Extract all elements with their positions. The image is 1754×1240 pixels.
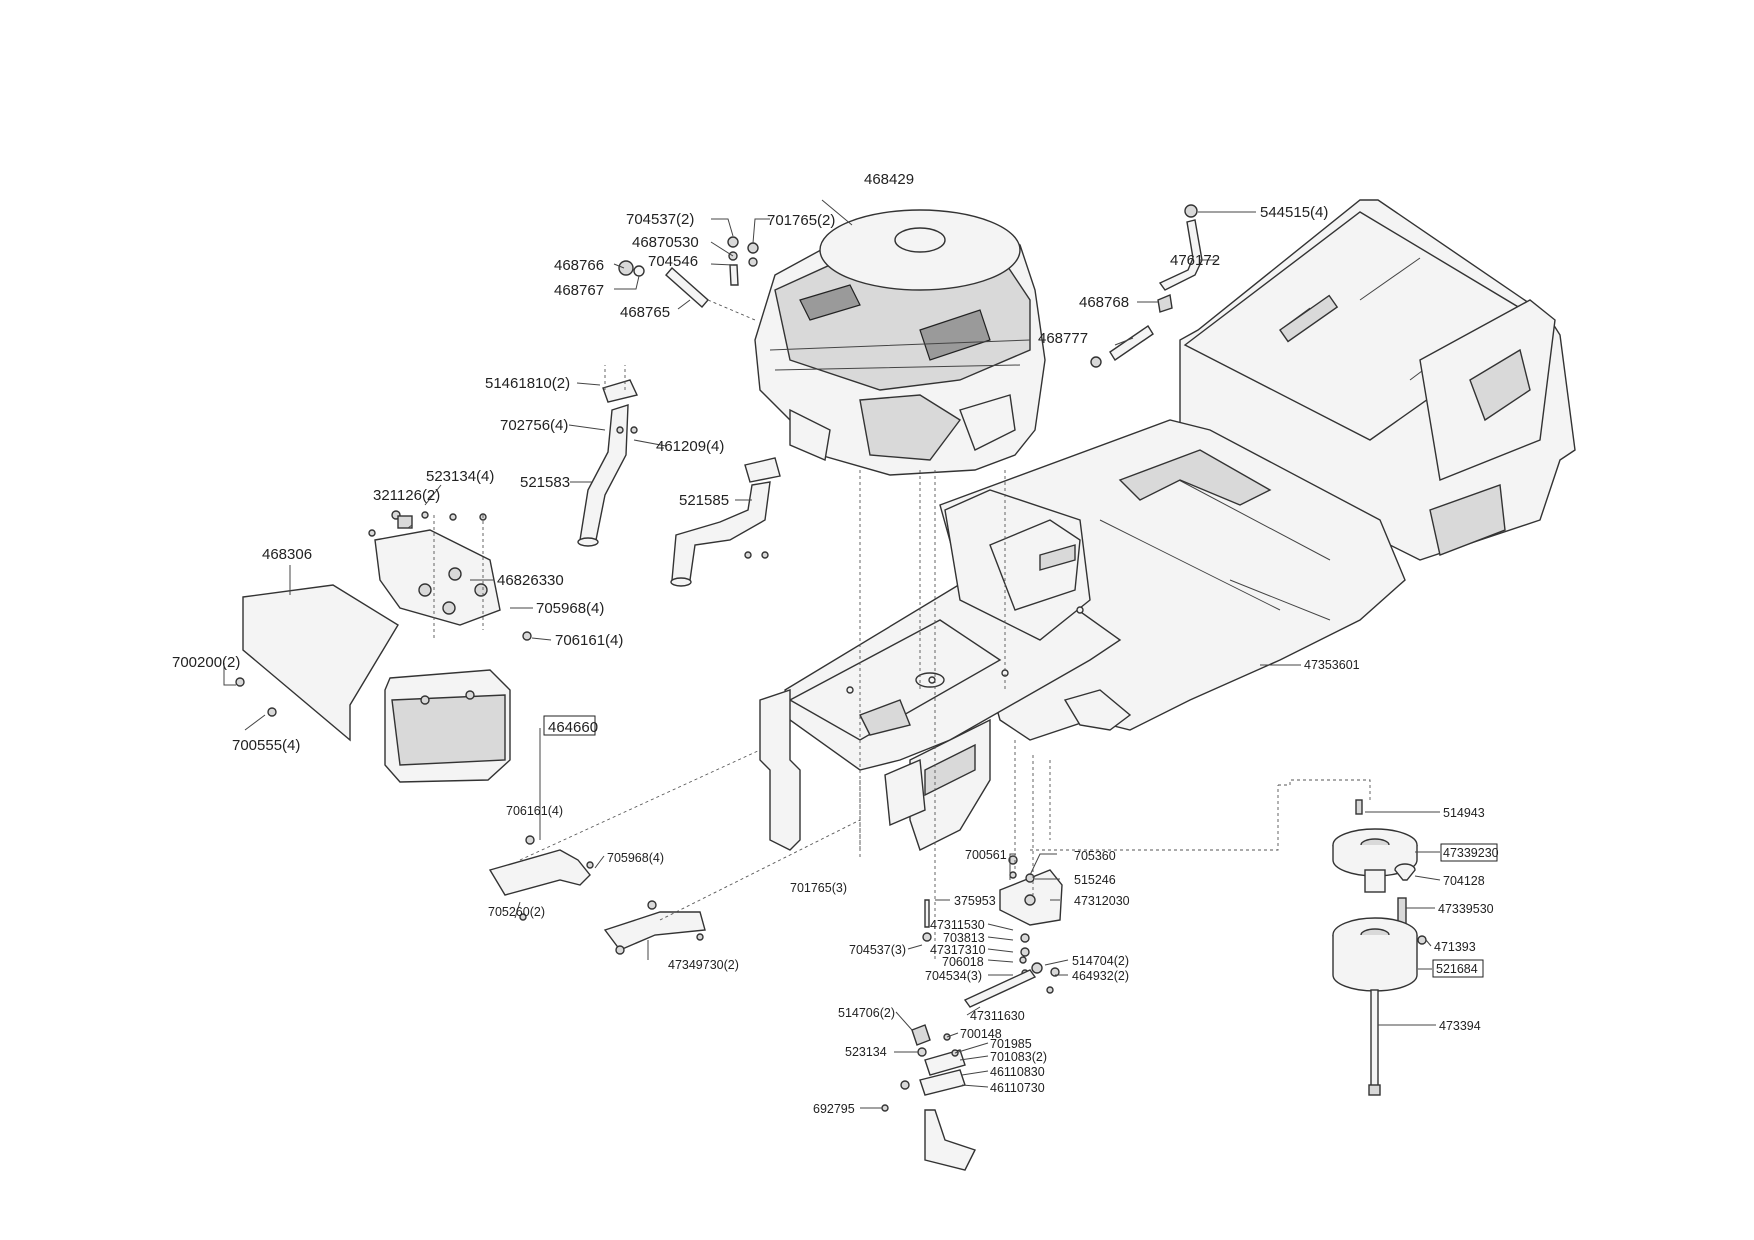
part-label: 47353601 (1304, 658, 1360, 672)
fuel-line-parts (1090, 204, 1203, 368)
part-label: 706161(4) (555, 632, 623, 649)
part-label: 514704(2) (1072, 954, 1129, 968)
part-label: 321126(2) (373, 487, 440, 504)
part-label: 701765(3) (790, 881, 847, 895)
part-label: 468306 (262, 546, 312, 563)
muffler-assembly (235, 510, 532, 783)
part-label: 701083(2) (990, 1050, 1047, 1064)
assembly-lines (433, 299, 1371, 960)
muffler-brackets (488, 835, 706, 955)
part-label: 704537(2) (626, 211, 694, 228)
part-label: 514706(2) (838, 1006, 895, 1020)
part-label: 700148 (960, 1027, 1002, 1041)
part-label: 700561 (965, 848, 1007, 862)
part-label: 544515(4) (1260, 204, 1328, 221)
part-label: 464932(2) (1072, 969, 1129, 983)
part-label: 701985 (990, 1037, 1032, 1051)
part-label: 514943 (1443, 806, 1485, 820)
part-label: 461209(4) (656, 438, 724, 455)
part-label: 47311530 (930, 918, 985, 932)
part-label: 51461810(2) (485, 375, 570, 392)
part-label: 705260(2) (488, 905, 545, 919)
part-label: 476172 (1170, 252, 1220, 269)
part-labels: 468429 704537(2) 701765(2) 46870530 7045… (172, 171, 1499, 1116)
part-label: 473394 (1439, 1019, 1481, 1033)
part-label: 523134 (845, 1045, 887, 1059)
part-label: 47311630 (970, 1009, 1025, 1023)
part-label: 704534(3) (925, 969, 982, 983)
part-label: 46826330 (497, 572, 564, 589)
part-label: 704546 (648, 253, 698, 270)
part-label: 464660 (548, 719, 598, 736)
part-label: 515246 (1074, 873, 1116, 887)
part-label: 46110830 (990, 1065, 1045, 1079)
chassis-frame (759, 199, 1576, 851)
part-label: 468767 (554, 282, 604, 299)
part-label: 705968(4) (536, 600, 604, 617)
part-label: 521585 (679, 492, 729, 509)
part-label: 703813 (943, 931, 985, 945)
part-label: 47339230 (1443, 846, 1499, 860)
part-label: 468777 (1038, 330, 1088, 347)
part-label: 702756(4) (500, 417, 568, 434)
part-label: 47317310 (930, 943, 986, 957)
part-label: 471393 (1434, 940, 1476, 954)
part-label: 521583 (520, 474, 570, 491)
leader-lines (223, 199, 1441, 1109)
part-label: 523134(4) (426, 468, 494, 485)
part-label: 692795 (813, 1102, 855, 1116)
part-label: 468766 (554, 257, 604, 274)
part-label: 47312030 (1074, 894, 1130, 908)
part-label: 706161(4) (506, 804, 563, 818)
part-label: 468768 (1079, 294, 1129, 311)
part-label: 468429 (864, 171, 914, 188)
part-label: 375953 (954, 894, 996, 908)
label-boxes (543, 715, 1498, 978)
oil-drain-fittings (618, 236, 759, 308)
part-label: 468765 (620, 304, 670, 321)
pto-clutch (1332, 799, 1427, 1096)
part-label: 700555(4) (232, 737, 300, 754)
part-label: 46110730 (990, 1081, 1045, 1095)
part-label: 47339530 (1438, 902, 1494, 916)
part-label: 705968(4) (607, 851, 664, 865)
part-label: 701765(2) (767, 212, 835, 229)
part-label: 705360 (1074, 849, 1116, 863)
part-label: 704128 (1443, 874, 1485, 888)
part-label: 706018 (942, 955, 984, 969)
engine (754, 209, 1046, 476)
part-label: 700200(2) (172, 654, 240, 671)
part-label: 704537(3) (849, 943, 906, 957)
part-label: 521684 (1436, 962, 1478, 976)
part-label: 47349730(2) (668, 958, 739, 972)
linkage-parts (881, 855, 1063, 1171)
part-label: 46870530 (632, 234, 699, 251)
exhaust-pipes (577, 379, 781, 587)
